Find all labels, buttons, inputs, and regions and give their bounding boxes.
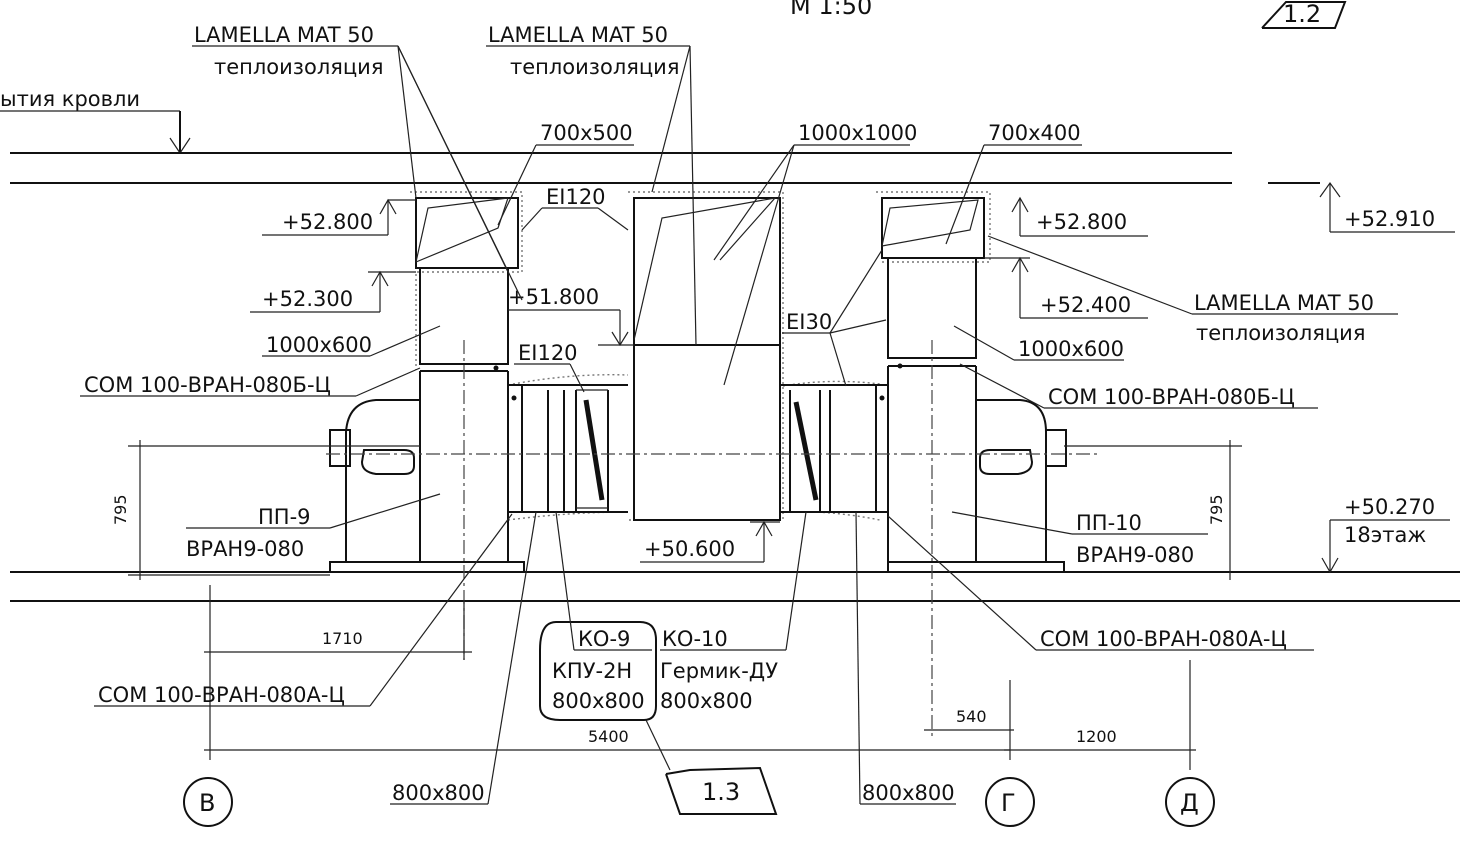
sheet-ref-bottom-label: 1.3	[702, 778, 740, 806]
com-a-right-text: СОМ 100-ВРАН-080А-Ц	[1040, 627, 1287, 651]
valve-ko10-type: Гермик-ДУ	[660, 659, 778, 683]
level-52800-left-text: +52.800	[282, 210, 373, 234]
dim-795-left: 795	[111, 494, 130, 525]
center-shaft	[633, 197, 781, 521]
floor-label: 18этаж	[1344, 523, 1426, 547]
insulation-label-right: LAMELLA MAT 50 теплоизоляция	[987, 235, 1398, 345]
valve-ko9-type: КПУ-2Н	[552, 659, 632, 683]
valve-ko9: КО-9 КПУ-2Н 800x800	[539, 511, 657, 721]
size-1000x1000-text: 1000x1000	[798, 121, 917, 145]
dim-795-right: 795	[1207, 494, 1226, 525]
insulation-center-brand: LAMELLA MAT 50	[488, 23, 668, 47]
level-52910-text: +52.910	[1344, 207, 1435, 231]
fan-pp10	[976, 399, 1047, 562]
valve-ko9-size: 800x800	[552, 689, 645, 713]
level-50600-text: +50.600	[644, 537, 735, 561]
size-1000x1000: 1000x1000	[713, 121, 917, 386]
com-a-left-text: СОМ 100-ВРАН-080А-Ц	[98, 683, 345, 707]
com-b-left-text: СОМ 100-ВРАН-080Б-Ц	[84, 373, 331, 397]
valve-ko10: КО-10 Гермик-ДУ 800x800	[660, 511, 807, 713]
left-hood	[415, 197, 519, 269]
fan-pp9-model: ВРАН9-080	[186, 537, 304, 561]
size-800x800-right-text: 800x800	[862, 781, 955, 805]
fire-ei30: EI30	[782, 249, 887, 387]
insulation-center-type: теплоизоляция	[510, 55, 679, 79]
axis-g-label: Г	[1001, 789, 1016, 817]
insulation-left-type: теплоизоляция	[214, 55, 383, 79]
insulation-left	[410, 191, 523, 370]
com-b-right-text: СОМ 100-ВРАН-080Б-Ц	[1048, 385, 1295, 409]
fan-pp9-id: ПП-9	[258, 505, 311, 529]
valve-ko9-id: КО-9	[578, 627, 630, 651]
size-800x800-left: 800x800	[390, 511, 537, 805]
fire-ei120-top-text: EI120	[546, 185, 606, 209]
fire-ei120-left: EI120	[514, 341, 585, 393]
damper-blade-ko10	[793, 401, 819, 501]
com-a-left: СОМ 100-ВРАН-080А-Ц	[94, 513, 513, 707]
size-1000x600-right: 1000x600	[953, 325, 1124, 361]
insulation-right	[876, 191, 991, 263]
dim-1710: 1710	[322, 629, 363, 648]
insulation-left-brand: LAMELLA MAT 50	[194, 23, 374, 47]
sheet-ref-bottom: 1.3	[645, 719, 778, 815]
roof-label: ытия кровли	[0, 87, 140, 111]
insulation-right-type: теплоизоляция	[1196, 321, 1365, 345]
level-51800: +51.800	[508, 285, 634, 347]
level-52800-right: +52.800	[1011, 196, 1148, 237]
size-1000x600-right-text: 1000x600	[1018, 337, 1124, 361]
dim-540: 540	[956, 707, 987, 726]
valve-ko10-id: КО-10	[662, 627, 728, 651]
level-52400: +52.400	[984, 256, 1148, 319]
size-1000x600-left: 1000x600	[262, 325, 441, 357]
sheet-ref-top: 1.2	[1261, 0, 1347, 29]
com-a-right: СОМ 100-ВРАН-080А-Ц	[887, 515, 1314, 651]
level-51800-text: +51.800	[508, 285, 599, 309]
level-52800-left: +52.800	[262, 198, 416, 236]
fire-ei30-text: EI30	[786, 310, 832, 334]
fan-pp9	[345, 399, 420, 562]
dim-5400: 5400	[588, 727, 629, 746]
size-1000x600-left-text: 1000x600	[266, 333, 372, 357]
level-52300-text: +52.300	[262, 287, 353, 311]
insulation-label-left: LAMELLA MAT 50 теплоизоляция	[192, 23, 523, 301]
size-700x400-text: 700x400	[988, 121, 1081, 145]
level-52300: +52.300	[250, 270, 416, 313]
size-800x800-right: 800x800	[855, 511, 956, 805]
axis-b-label: В	[199, 789, 215, 817]
scale-label: М 1:50	[790, 0, 872, 20]
level-52910: +52.910	[1319, 181, 1455, 233]
fire-ei120-top: EI120	[521, 185, 629, 231]
fire-ei120-left-text: EI120	[518, 341, 578, 365]
dim-1200: 1200	[1076, 727, 1117, 746]
size-700x400: 700x400	[945, 121, 1082, 245]
sheet-ref-top-label: 1.2	[1283, 0, 1321, 28]
level-52800-right-text: +52.800	[1036, 210, 1127, 234]
insulation-center	[628, 191, 784, 521]
insulation-right-brand: LAMELLA MAT 50	[1194, 291, 1374, 315]
axis-d-label: Д	[1180, 789, 1199, 817]
fan-pp10-model: ВРАН9-080	[1076, 543, 1194, 567]
level-50270-text: +50.270	[1344, 495, 1435, 519]
com-b-right: СОМ 100-ВРАН-080Б-Ц	[959, 363, 1318, 409]
damper-blade-ko9	[583, 399, 605, 501]
center-hood	[633, 197, 781, 521]
right-unit	[780, 197, 1067, 573]
level-52400-text: +52.400	[1040, 293, 1131, 317]
size-700x500: 700x500	[497, 121, 634, 226]
com-b-left: СОМ 100-ВРАН-080Б-Ц	[80, 367, 421, 397]
axis-d: Д	[1165, 777, 1215, 827]
size-800x800-left-text: 800x800	[392, 781, 485, 805]
level-50270: +50.270 18этаж	[1321, 495, 1450, 574]
insulation-label-center: LAMELLA MAT 50 теплоизоляция	[486, 23, 697, 346]
size-700x500-text: 700x500	[540, 121, 633, 145]
fan-pp9-label: ПП-9 ВРАН9-080	[186, 493, 441, 561]
level-50600: +50.600	[640, 520, 780, 563]
left-unit	[329, 197, 628, 573]
fan-pp10-label: ПП-10 ВРАН9-080	[951, 511, 1208, 567]
axis-g: Г	[985, 777, 1035, 827]
fan-pp10-id: ПП-10	[1076, 511, 1142, 535]
valve-ko10-size: 800x800	[660, 689, 753, 713]
axis-b: В	[183, 777, 233, 827]
